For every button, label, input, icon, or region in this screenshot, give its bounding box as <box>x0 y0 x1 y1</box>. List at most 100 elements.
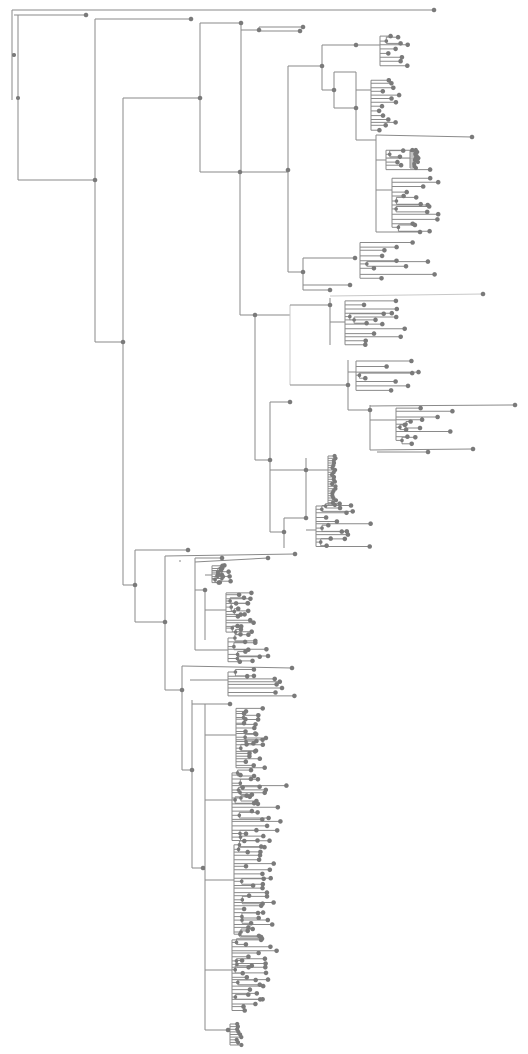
tree-node <box>424 209 430 215</box>
tree-node <box>252 749 258 754</box>
tree-node <box>327 302 333 308</box>
tree-node <box>263 970 269 976</box>
tree-node <box>228 599 232 603</box>
tree-node <box>398 41 403 46</box>
tree-node <box>267 838 272 843</box>
tree-node <box>226 569 231 574</box>
tree-node <box>229 605 233 609</box>
tree-node <box>327 287 333 293</box>
tree-node <box>251 741 256 746</box>
tree-node <box>248 921 254 926</box>
tree-node <box>410 240 415 245</box>
tree-node <box>386 78 392 83</box>
tree-node <box>274 948 279 954</box>
tree-node <box>264 890 270 895</box>
tree-node <box>435 217 440 222</box>
tree-node <box>412 157 417 163</box>
tree-node <box>400 438 404 443</box>
tree-node <box>409 358 414 364</box>
tree-node <box>240 970 245 976</box>
tree-node <box>236 847 241 852</box>
tree-node <box>323 515 329 520</box>
tree-node <box>348 314 352 319</box>
tree-node <box>244 673 250 679</box>
tree-node <box>384 364 389 369</box>
tree-node <box>271 900 276 905</box>
tree-node <box>248 767 254 773</box>
tree-node <box>236 788 241 792</box>
tree-node <box>267 457 273 463</box>
tree-node <box>234 940 239 945</box>
tree-node <box>401 193 406 199</box>
tree-node <box>512 402 518 408</box>
tree-node <box>398 162 404 168</box>
tree-node <box>241 906 247 912</box>
tree-node <box>367 407 373 413</box>
tree-node <box>260 817 265 822</box>
tree-node <box>83 12 89 18</box>
tree-branch <box>181 665 293 669</box>
tree-branch <box>164 553 296 557</box>
tree-node <box>202 587 208 593</box>
tree-node <box>242 1008 247 1013</box>
tree-node <box>236 980 240 985</box>
tree-node <box>480 291 486 297</box>
tree-node <box>337 501 342 507</box>
tree-node <box>241 711 247 716</box>
tree-node <box>345 382 351 388</box>
tree-node <box>241 595 247 601</box>
tree-node <box>427 175 433 181</box>
tree-node <box>371 266 377 271</box>
tree-node <box>235 614 241 619</box>
tree-node <box>239 1035 244 1040</box>
tree-node <box>238 831 242 836</box>
tree-node <box>402 422 408 428</box>
tree-node <box>274 682 279 687</box>
tree-node <box>363 342 368 348</box>
tree-node <box>252 725 257 731</box>
tree-branch <box>329 293 484 297</box>
tree-node <box>365 262 369 266</box>
tree-node <box>260 910 266 915</box>
tree-node <box>265 977 271 982</box>
tree-node <box>253 977 258 983</box>
tree-node <box>331 87 337 93</box>
tree-node <box>243 735 247 739</box>
tree-node <box>332 479 337 484</box>
tree-node <box>253 640 258 645</box>
tree-node <box>259 936 265 942</box>
tree-node <box>418 405 423 411</box>
tree-node <box>389 310 395 316</box>
tree-node <box>279 685 285 691</box>
tree-node <box>413 195 419 200</box>
tree-node <box>393 46 398 52</box>
tree-node <box>367 544 373 549</box>
tree-node <box>256 915 262 921</box>
tree-node <box>238 932 242 936</box>
tree-node <box>289 665 295 671</box>
tree-node <box>251 620 256 625</box>
tree-node <box>361 302 367 308</box>
tree-node <box>238 627 244 632</box>
tree-node <box>394 306 400 312</box>
tree-node <box>381 311 387 317</box>
tree-node <box>243 831 249 836</box>
tree-node <box>303 467 309 473</box>
tree-node <box>265 917 271 923</box>
tree-node <box>261 876 267 882</box>
tree-node <box>253 1001 258 1007</box>
tree-node <box>239 746 243 750</box>
tree-node <box>235 656 240 661</box>
tree-node <box>244 975 250 980</box>
tree-node <box>247 753 252 759</box>
tree-node <box>386 51 391 56</box>
tree-node <box>251 673 257 679</box>
tree-node <box>419 417 425 423</box>
tree-node <box>333 498 339 503</box>
tree-node <box>237 659 243 664</box>
tree-node <box>403 427 409 432</box>
tree-node <box>450 408 455 414</box>
tree-node <box>393 314 399 320</box>
tree-node <box>197 95 203 101</box>
tree-node <box>265 653 271 659</box>
